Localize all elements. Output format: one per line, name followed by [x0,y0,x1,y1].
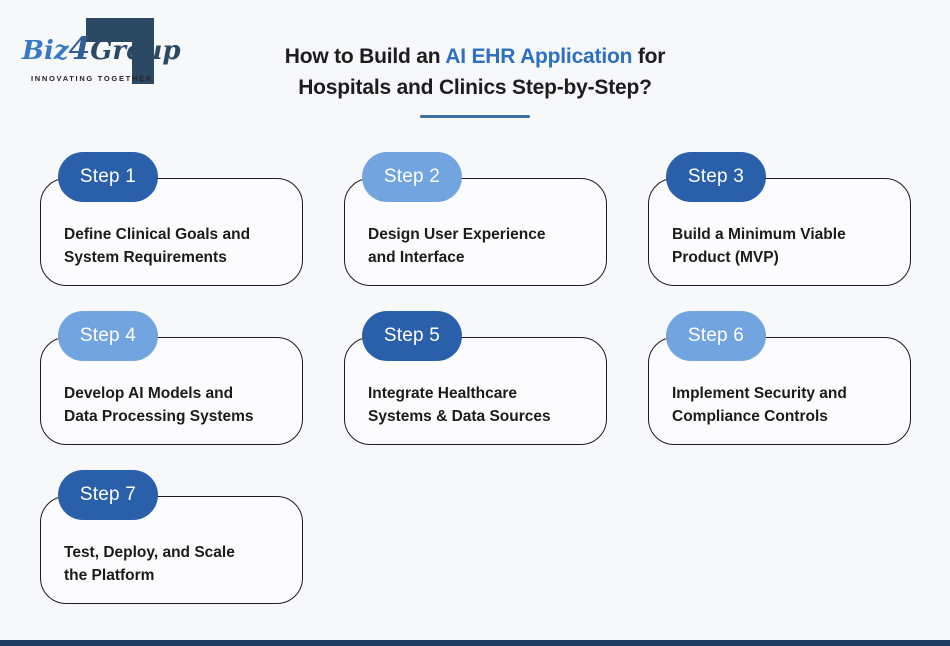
step-4-title-line2: Data Processing Systems [64,407,254,425]
step-2-title-line1: Design User Experience [368,226,546,243]
step-card-6: Step 6 Implement Security and Compliance… [648,311,911,447]
step-card-1: Step 1 Define Clinical Goals and System … [40,152,303,288]
step-5-card-body: Integrate Healthcare Systems & Data Sour… [344,337,607,445]
step-6-badge: Step 6 [666,311,766,361]
step-5-title-line2: Systems & Data Sources [368,407,551,425]
step-card-5: Step 5 Integrate Healthcare Systems & Da… [344,311,607,447]
logo-word-group: Group [90,36,181,66]
logo-wordmark: Biz4Group [22,31,181,67]
step-3-title-line2: Product (MVP) [672,248,779,266]
title-underline [420,115,530,118]
step-4-badge: Step 4 [58,311,158,361]
title-line2: Hospitals and Clinics Step-by-Step? [298,76,652,99]
step-1-badge: Step 1 [58,152,158,202]
step-5-badge: Step 5 [362,311,462,361]
step-7-title-line1: Test, Deploy, and Scale [64,544,235,561]
step-2-badge: Step 2 [362,152,462,202]
step-4-title-line1: Develop AI Models and [64,385,234,402]
title-highlight: AI EHR Application [445,45,633,68]
logo-word-biz: Biz [22,36,69,66]
step-1-title-line2: System Requirements [64,248,227,266]
logo-bracket-shape [86,18,154,84]
step-6-title-line2: Compliance Controls [672,407,828,425]
step-card-2: Step 2 Design User Experience and Interf… [344,152,607,288]
step-card-4: Step 4 Develop AI Models and Data Proces… [40,311,303,447]
logo-word-four: 4 [68,31,91,67]
biz4group-logo: Biz4Group INNOVATING TOGETHER [22,12,192,102]
title-line1-pre: How to Build an [284,45,446,68]
step-5-title-line1: Integrate Healthcare [368,385,518,402]
step-card-7: Step 7 Test, Deploy, and Scale the Platf… [40,470,303,606]
step-2-title-line2: and Interface [368,248,465,266]
step-3-title-line1: Build a Minimum Viable [672,226,846,243]
step-card-3: Step 3 Build a Minimum Viable Product (M… [648,152,911,288]
step-6-title-line1: Implement Security and [672,385,847,402]
footer-bar [0,640,950,646]
title-line1-post: for [632,45,666,68]
step-1-title-line1: Define Clinical Goals and [64,226,251,243]
step-3-badge: Step 3 [666,152,766,202]
step-7-title-line2: the Platform [64,566,155,584]
logo-tagline: INNOVATING TOGETHER [31,74,153,83]
step-7-badge: Step 7 [58,470,158,520]
page-title: How to Build an AI EHR Application for H… [175,41,775,103]
